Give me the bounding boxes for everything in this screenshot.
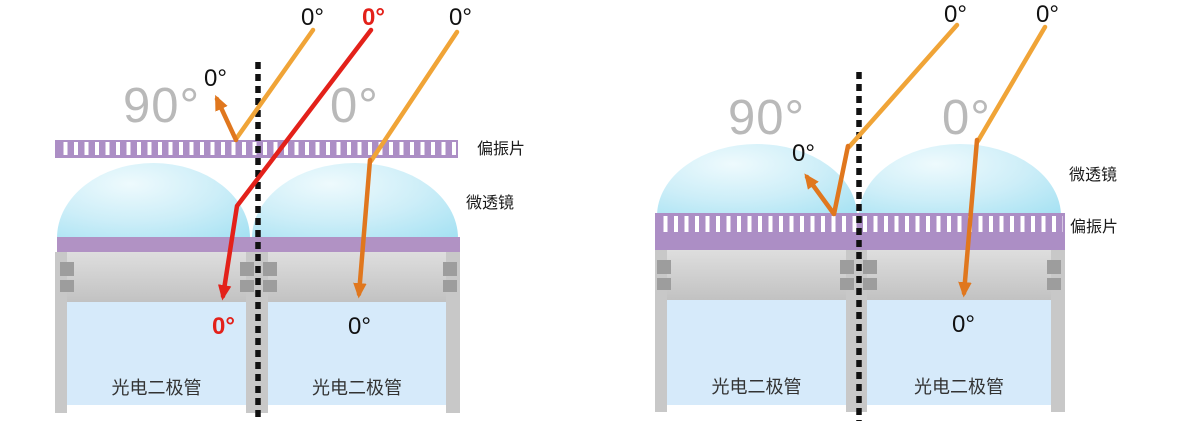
incident-ray-blocked <box>846 22 960 150</box>
pixel-angle-label-0: 0° <box>330 79 379 133</box>
microlens-dome <box>657 144 857 216</box>
contact-pad <box>863 278 877 290</box>
pixel-angle-label-90: 90° <box>728 91 806 145</box>
contact-pad <box>240 280 254 292</box>
photodiode-label: 光电二极管 <box>711 377 802 397</box>
contact-pad <box>840 278 854 290</box>
contact-pad <box>60 280 74 292</box>
contact-pad <box>657 278 671 290</box>
contact-pad <box>240 262 254 276</box>
polarizer-stripes <box>57 142 456 155</box>
exit-ray-angle-label-red: 0° <box>212 313 235 340</box>
microlens-layer-label: 微透镜 <box>1069 167 1118 184</box>
photodiode-label: 光电二极管 <box>312 378 402 398</box>
photodiode-right <box>268 302 446 405</box>
ray-angle-label: 0° <box>1036 1 1059 28</box>
pixel-wall <box>446 252 460 413</box>
contact-pad <box>263 280 277 292</box>
microlens-layer-label: 微透镜 <box>466 195 515 212</box>
photodiode-left <box>667 300 846 405</box>
contact-pad <box>443 280 457 292</box>
pixel-wall <box>246 252 268 413</box>
reflected-ray-angle-label: 0° <box>204 65 227 92</box>
contact-pad <box>263 262 277 276</box>
contact-pad <box>1047 278 1061 290</box>
contact-pad <box>443 262 457 276</box>
pixel-wall <box>846 250 867 412</box>
photodiode-label: 光电二极管 <box>111 378 202 398</box>
contact-pad <box>1047 260 1061 274</box>
filter-layer <box>57 237 460 252</box>
contact-pad <box>840 260 854 274</box>
microlens-dome <box>859 144 1061 216</box>
ray-angle-label: 0° <box>449 4 472 31</box>
exit-ray-angle-label: 0° <box>348 313 371 340</box>
pixel-wall <box>55 252 67 413</box>
polarizer-layer-label: 偏振片 <box>477 141 526 158</box>
pixel-angle-label-0: 0° <box>942 91 991 145</box>
contact-pad <box>60 262 74 276</box>
ray-angle-label: 0° <box>301 4 324 31</box>
polarizer-stripes <box>657 216 1063 232</box>
ray-angle-label: 0° <box>944 1 967 28</box>
ray-angle-label-red: 0° <box>362 4 385 31</box>
polarizer-layer-label: 偏振片 <box>1070 219 1119 236</box>
pixel-wall <box>1051 250 1065 412</box>
reflected-ray-angle-label: 0° <box>792 140 815 167</box>
polarizer-layer <box>655 213 1065 250</box>
exit-ray-angle-label: 0° <box>952 311 975 338</box>
microlens-dome <box>252 163 458 238</box>
photodiode-right <box>867 300 1051 405</box>
contact-pad <box>863 260 877 274</box>
photodiode-left <box>67 302 246 405</box>
contact-pad <box>657 260 671 274</box>
pixel-wall <box>655 250 667 412</box>
pixel-angle-label-90: 90° <box>123 79 201 133</box>
reflected-ray <box>214 94 239 143</box>
microlens-dome <box>57 163 250 238</box>
incident-ray-blocked <box>233 27 316 142</box>
polarizer-layer <box>55 140 458 158</box>
photodiode-label: 光电二极管 <box>914 377 1004 397</box>
